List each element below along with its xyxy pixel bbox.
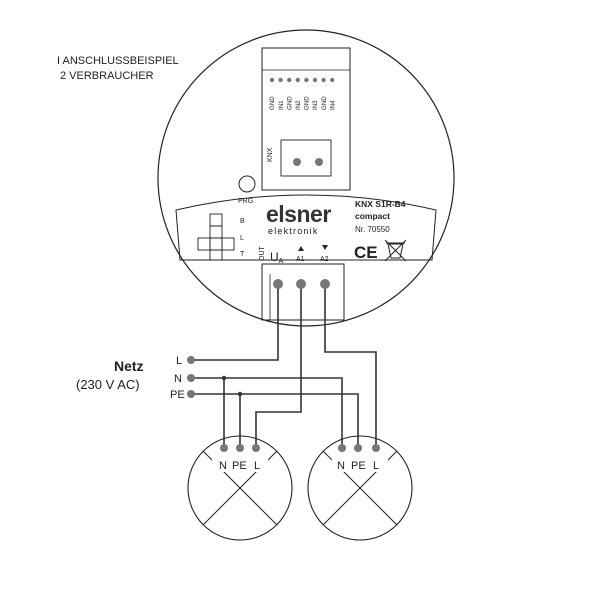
input-label: GND	[304, 96, 311, 110]
knx-terminal	[280, 139, 332, 177]
supply-line-l: L	[176, 355, 182, 367]
input-label: IN2	[295, 100, 302, 110]
upper-module	[261, 47, 351, 191]
label-band	[175, 194, 437, 261]
led-grid	[197, 213, 235, 261]
load-2: N PE L	[307, 435, 413, 541]
input-label: IN3	[312, 100, 319, 110]
model-number: Nr. 70550	[355, 225, 390, 234]
header-line1: I ANSCHLUSSBEISPIEL	[57, 55, 179, 67]
a1-arrow-icon	[298, 246, 304, 251]
load-2-terminal-pe	[354, 444, 362, 452]
model-name: KNX S1R-B4	[355, 199, 406, 209]
load-1-terminal-n	[220, 444, 228, 452]
input-label: GND	[321, 96, 328, 110]
load-1-label-n: N	[219, 460, 227, 472]
model-variant: compact	[355, 211, 390, 221]
input-pin	[330, 77, 335, 83]
header-line2: 2 VERBRAUCHER	[60, 70, 154, 82]
load-2-label-pe: PE	[351, 460, 366, 472]
ua-terminal	[273, 279, 283, 289]
input-pins	[269, 77, 335, 83]
input-pin	[278, 77, 283, 83]
led-label-l: L	[240, 235, 244, 242]
wires	[191, 284, 377, 446]
knx-screw-2	[315, 158, 323, 166]
ua-label: UA	[270, 250, 284, 265]
input-label: IN1	[278, 100, 285, 110]
input-label: IN4	[329, 100, 336, 110]
input-pin	[287, 77, 292, 83]
load-1-terminal-l	[252, 444, 260, 452]
supply-title: Netz	[114, 358, 144, 374]
supply-line-n: N	[174, 373, 182, 385]
led-label-b: B	[240, 218, 245, 225]
supply-terminal-n	[187, 374, 195, 382]
load-1: N PE L	[187, 435, 293, 541]
input-pin	[312, 77, 318, 83]
input-pin	[321, 77, 326, 83]
knx-screw-1	[293, 158, 301, 166]
weee-icon	[384, 239, 407, 262]
supply-line-pe: PE	[170, 389, 185, 401]
load-2-terminal-n	[338, 444, 346, 452]
out-label: OUT	[259, 246, 266, 262]
output-terminal-block	[261, 263, 345, 321]
input-pin	[269, 77, 275, 83]
prg-label: PRG	[238, 198, 253, 205]
brand-sub: elektronik	[268, 226, 319, 236]
prg-button	[238, 175, 256, 193]
knx-label: KNX	[267, 147, 274, 162]
load-1-terminal-pe	[236, 444, 244, 452]
a2-arrow-icon	[322, 245, 328, 250]
input-label: GND	[269, 96, 276, 110]
a1-label: A1	[296, 256, 305, 263]
load-2-label-l: L	[373, 460, 379, 472]
brand-logo: elsner	[266, 201, 331, 227]
ce-mark: CE	[354, 243, 378, 262]
load-1-label-l: L	[254, 460, 260, 472]
load-1-label-pe: PE	[232, 460, 247, 472]
input-pin	[295, 77, 300, 83]
a1-terminal	[296, 279, 306, 289]
load-2-label-n: N	[337, 460, 345, 472]
device-housing	[157, 29, 455, 327]
input-label: GND	[286, 96, 293, 110]
a2-terminal	[320, 279, 330, 289]
load-2-terminal-l	[372, 444, 380, 452]
supply-terminal-pe	[187, 390, 195, 398]
supply-voltage: (230 V AC)	[76, 377, 140, 392]
a2-label: A2	[320, 256, 329, 263]
input-pin	[304, 77, 309, 83]
led-label-t: T	[240, 251, 245, 258]
supply-terminal-l	[187, 356, 195, 364]
